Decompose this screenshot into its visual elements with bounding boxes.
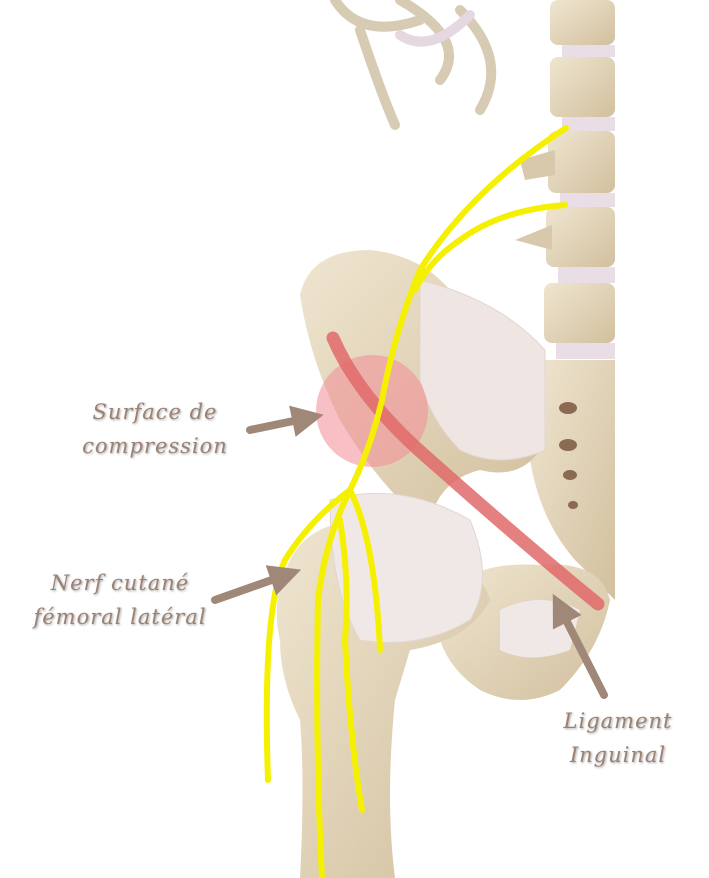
hip-capsule [329,492,483,643]
arrow-ligament [552,593,608,699]
sacral-foramina [559,402,578,509]
label-inguinal-ligament: Ligament Inguinal [548,704,688,772]
ribs [330,0,497,130]
sacrum [530,360,615,600]
label-line: compression [82,434,228,458]
label-line: Ligament [563,709,673,733]
label-lateral-femoral-cutaneous-nerve: Nerf cutané fémoral latéral [15,566,225,634]
lumbar-spine [515,0,615,359]
label-line: Nerf cutané [50,571,190,595]
nerves [263,125,569,878]
arrow-nerve [211,565,302,604]
arrow-compression [246,405,324,437]
label-line: fémoral latéral [33,605,207,629]
label-compression-surface: Surface de compression [70,395,240,463]
label-line: Surface de [92,400,218,424]
iliac-muscle [419,279,546,461]
label-line: Inguinal [569,743,667,767]
inguinal-ligament [326,331,605,611]
pointer-arrows [211,405,608,699]
